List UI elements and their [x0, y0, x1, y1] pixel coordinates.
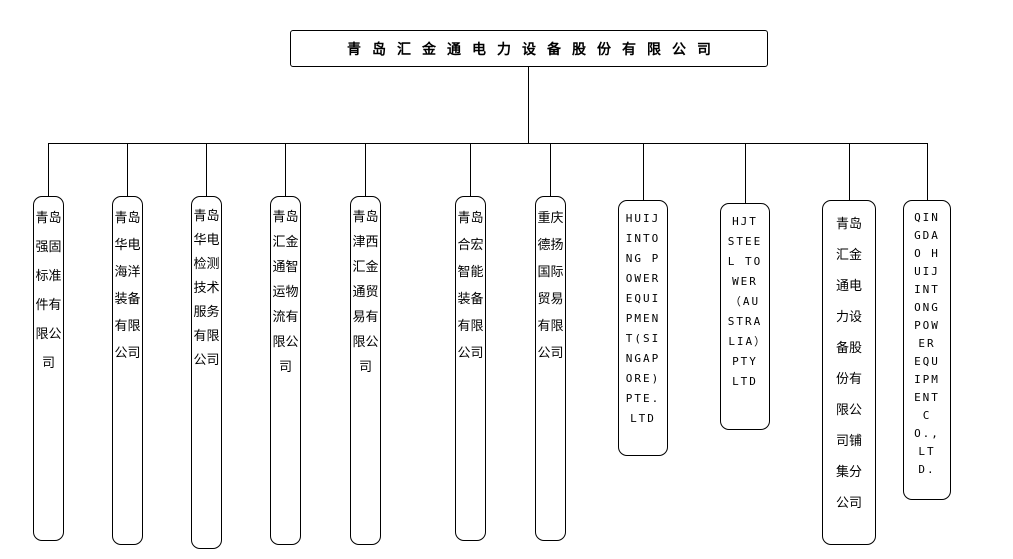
drop-line-7 [550, 144, 551, 196]
root-company-name: 青岛汇金通电力设备股份有限公司 [347, 41, 722, 58]
subsidiary-box-2: 青岛华电海洋装备有限公司 [112, 196, 143, 545]
subsidiary-box-11: QINGDAO HUIJINTONG POWER EQUIPMENT CO.,L… [903, 200, 951, 500]
drop-line-10 [849, 144, 850, 200]
drop-line-11 [927, 144, 928, 200]
drop-line-2 [127, 144, 128, 196]
bus-connector-line [48, 143, 928, 144]
drop-line-6 [470, 144, 471, 196]
subsidiary-box-1: 青岛强固标准件有限公司 [33, 196, 64, 541]
subsidiary-box-4: 青岛汇金通智运物流有限公司 [270, 196, 301, 545]
drop-line-5 [365, 144, 366, 196]
subsidiary-box-8: HUIJINTONG POWER EQUIPMENT(SINGAPORE)PTE… [618, 200, 668, 456]
root-connector-line [528, 67, 529, 143]
subsidiary-box-7: 重庆德扬国际贸易有限公司 [535, 196, 566, 541]
root-company-box: 青岛汇金通电力设备股份有限公司 [290, 30, 768, 67]
drop-line-3 [206, 144, 207, 196]
drop-line-4 [285, 144, 286, 196]
drop-line-9 [745, 144, 746, 203]
subsidiary-box-3: 青岛华电检测技术服务有限公司 [191, 196, 222, 549]
subsidiary-box-9: HJT STEEL TOWER（AUSTRALIA）PTY LTD [720, 203, 770, 430]
subsidiary-box-5: 青岛津西汇金通贸易有限公司 [350, 196, 381, 545]
drop-line-8 [643, 144, 644, 200]
subsidiary-box-6: 青岛合宏智能装备有限公司 [455, 196, 486, 541]
subsidiary-box-10: 青岛汇金通电力设备股份有限公司铺集分公司 [822, 200, 876, 545]
drop-line-1 [48, 144, 49, 196]
